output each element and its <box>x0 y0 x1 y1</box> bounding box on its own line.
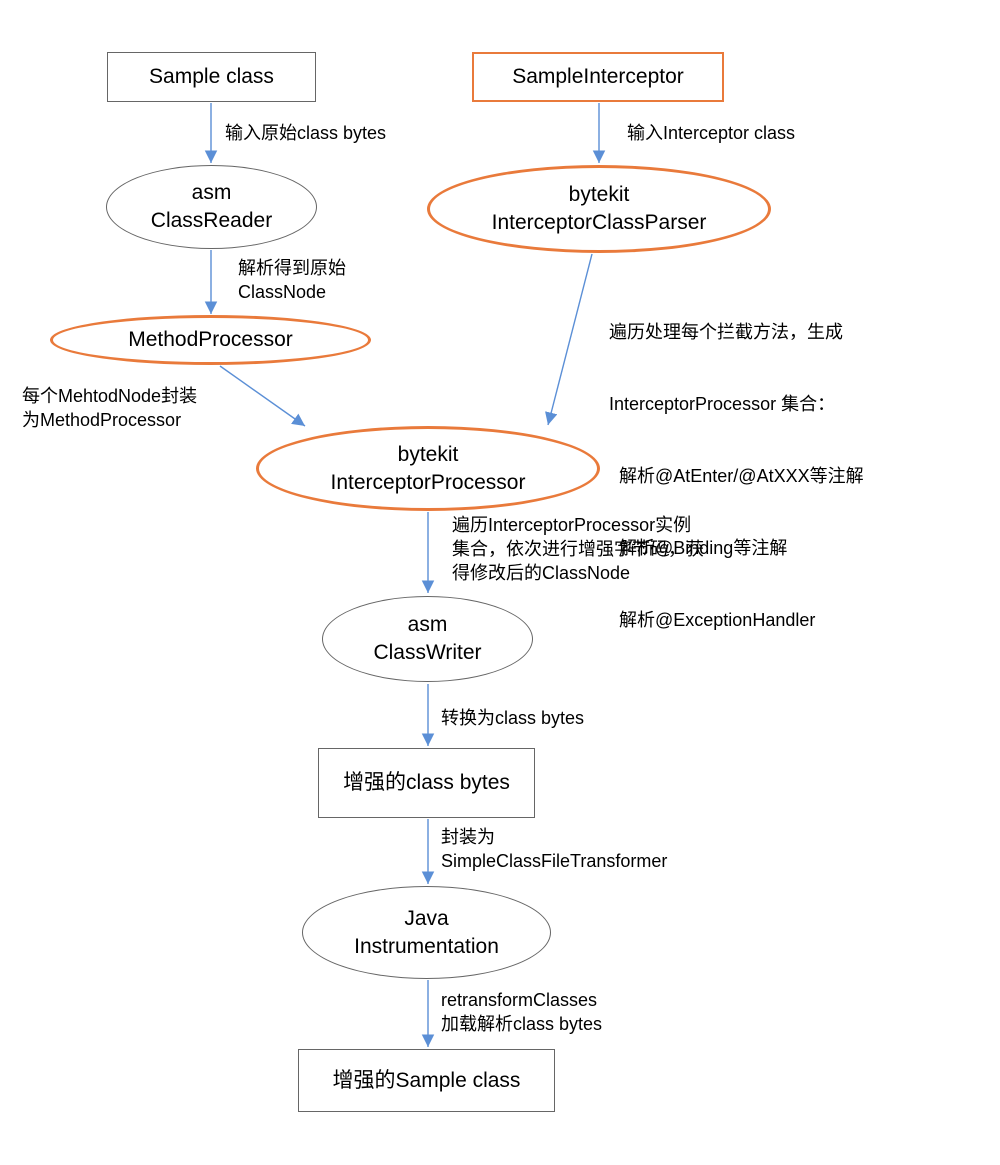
sample-interceptor-text: SampleInterceptor <box>512 65 684 88</box>
label-traverse-line-2: InterceptorProcessor 集合： <box>609 394 836 414</box>
interceptor-processor-line-1: bytekit <box>397 442 459 466</box>
class-writer-line-1: asm <box>407 613 448 636</box>
label-convert-text: 转换为class bytes <box>441 708 585 728</box>
label-parse-node-line-2: ClassNode <box>238 282 327 302</box>
parser-line-2: InterceptorClassParser <box>491 211 707 234</box>
label-traverse-line-3: 解析@AtEnter/@AtXXX等注解 <box>609 466 864 486</box>
label-traverse-processors-line-3: 得修改后的ClassNode <box>452 563 631 583</box>
label-traverse-processors-line-1: 遍历InterceptorProcessor实例 <box>452 515 692 535</box>
arrow-methodprocessor-to-interceptorprocessor <box>219 365 306 427</box>
label-wrap-method: 每个MehtodNode封装 为MethodProcessor <box>22 384 197 432</box>
class-reader-line-1: asm <box>191 181 232 204</box>
class-writer-ellipse: asm ClassWriter <box>322 596 533 682</box>
method-processor-text: MethodProcessor <box>128 328 293 351</box>
label-retransform-line-2: 加载解析class bytes <box>441 1014 603 1034</box>
label-traverse-line-1: 遍历处理每个拦截方法，生成 <box>609 322 843 342</box>
label-retransform-line-1: retransformClasses <box>441 990 598 1010</box>
instrumentation-ellipse: Java Instrumentation <box>302 886 551 979</box>
enhanced-sample-text: 增强的Sample class <box>332 1068 521 1092</box>
interceptor-class-parser-ellipse: bytekit InterceptorClassParser <box>427 165 771 253</box>
label-input-raw-text: 输入原始class bytes <box>225 123 387 143</box>
label-input-raw: 输入原始class bytes <box>225 121 386 145</box>
enhanced-bytes-text: 增强的class bytes <box>343 771 510 794</box>
label-traverse-processors: 遍历InterceptorProcessor实例 集合，依次进行增强字节码，获 … <box>452 513 704 585</box>
arrow-parser-to-interceptorprocessor <box>545 253 593 426</box>
label-wrap-transformer-line-2: SimpleClassFileTransformer <box>441 851 668 871</box>
label-convert: 转换为class bytes <box>441 706 584 730</box>
label-retransform: retransformClasses 加载解析class bytes <box>441 988 602 1036</box>
label-wrap-method-line-1: 每个MehtodNode封装 <box>22 386 198 406</box>
label-wrap-transformer: 封装为 SimpleClassFileTransformer <box>441 825 667 873</box>
class-reader-ellipse: asm ClassReader <box>106 165 317 249</box>
sample-interceptor-box: SampleInterceptor <box>472 52 724 102</box>
label-traverse-processors-line-2: 集合，依次进行增强字节码，获 <box>452 539 704 559</box>
label-wrap-transformer-line-1: 封装为 <box>441 827 495 847</box>
label-traverse-line-4: 解析@Binding等注解 <box>609 538 788 558</box>
class-reader-line-2: ClassReader <box>150 209 273 232</box>
label-parse-node-line-1: 解析得到原始 <box>238 258 346 278</box>
label-wrap-method-line-2: 为MethodProcessor <box>22 410 182 430</box>
class-writer-line-2: ClassWriter <box>373 641 482 664</box>
label-traverse-methods: 遍历处理每个拦截方法，生成 InterceptorProcessor 集合： 解… <box>609 272 864 656</box>
interceptor-processor-ellipse: bytekit InterceptorProcessor <box>256 426 600 511</box>
label-input-interceptor-text: 输入Interceptor class <box>627 123 796 143</box>
label-input-interceptor: 输入Interceptor class <box>627 121 795 145</box>
label-parse-node: 解析得到原始 ClassNode <box>238 256 346 304</box>
sample-class-box: Sample class <box>107 52 316 102</box>
instrumentation-line-2: Instrumentation <box>354 934 499 958</box>
method-processor-ellipse: MethodProcessor <box>50 315 371 365</box>
enhanced-bytes-box: 增强的class bytes <box>318 748 535 818</box>
instrumentation-line-1: Java <box>404 906 449 930</box>
interceptor-processor-line-2: InterceptorProcessor <box>330 470 526 494</box>
parser-line-1: bytekit <box>568 183 630 206</box>
sample-class-text: Sample class <box>149 65 274 88</box>
label-traverse-line-5: 解析@ExceptionHandler <box>609 610 816 630</box>
enhanced-sample-box: 增强的Sample class <box>298 1049 555 1112</box>
